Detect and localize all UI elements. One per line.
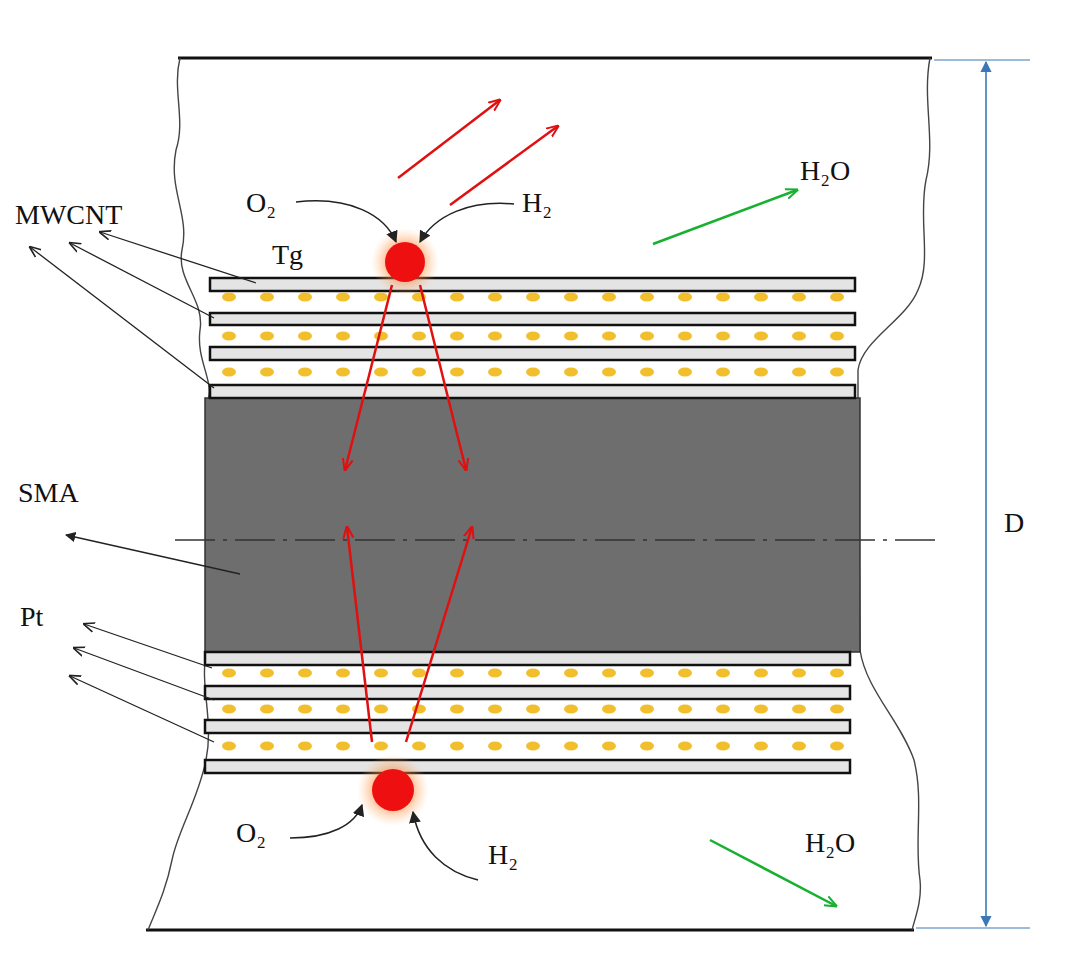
- temperature-label: Tg: [272, 240, 303, 271]
- reactant-label: H₂: [488, 840, 518, 871]
- part-label: SMA: [18, 478, 79, 509]
- dimension-label: D: [1004, 508, 1024, 539]
- product-label: H₂O: [800, 156, 850, 187]
- reactant-label: O₂: [236, 818, 266, 849]
- product-label: H₂O: [805, 828, 855, 859]
- part-label: Pt: [20, 602, 43, 633]
- part-label: MWCNT: [15, 200, 122, 231]
- reactant-label: O₂: [246, 188, 276, 219]
- reactant-label: H₂: [522, 188, 552, 219]
